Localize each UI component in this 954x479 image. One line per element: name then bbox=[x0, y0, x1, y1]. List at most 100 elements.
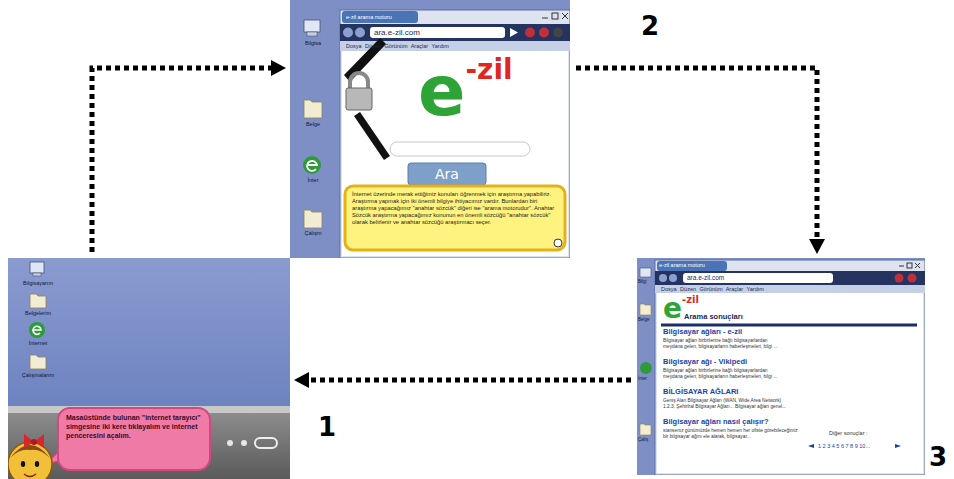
arrow-head bbox=[271, 60, 286, 76]
desktop-icon bbox=[33, 273, 41, 276]
menu-text: Dosya Düzen Görünüm Araçlar Yardım bbox=[346, 43, 449, 49]
icon-label: Çalış bbox=[638, 437, 655, 442]
page-arrow bbox=[808, 444, 814, 448]
desktop-icon bbox=[304, 100, 322, 118]
icon-label: Belge bbox=[638, 317, 655, 322]
icon-label: İnter bbox=[290, 177, 336, 183]
callout-number: 2 bbox=[641, 13, 659, 39]
lock-icon bbox=[344, 38, 390, 160]
desktop-icon bbox=[640, 424, 651, 435]
desktop-icon bbox=[307, 32, 317, 36]
results-screenshot bbox=[669, 274, 677, 282]
arrow-head bbox=[294, 372, 309, 388]
browser-screenshot bbox=[370, 27, 505, 38]
result-snippet: Bilgisayar ağları birbirlerine bağlı bil… bbox=[663, 368, 788, 380]
result-title: Bilgisayar ağları nasıl çalışır? bbox=[663, 418, 768, 427]
address-bar bbox=[340, 24, 570, 41]
page-arrow bbox=[895, 444, 901, 448]
browser-screenshot bbox=[539, 28, 549, 38]
window-tab bbox=[657, 261, 727, 271]
results-screenshot bbox=[683, 273, 833, 283]
screenshot-panel: BilgiBelgeİnterÇalışe-zil arama motoruar… bbox=[637, 258, 925, 475]
desktop-icon bbox=[640, 304, 651, 315]
desktop-icon bbox=[640, 362, 652, 374]
icon-label: Çalışmalarım bbox=[16, 372, 60, 378]
dotted-arrow bbox=[576, 68, 825, 254]
dotted-line bbox=[309, 378, 631, 383]
window-tab bbox=[342, 11, 418, 23]
dotted-line bbox=[92, 68, 271, 252]
icon-label: Bilgisa bbox=[290, 40, 336, 46]
browser-screenshot bbox=[553, 28, 563, 38]
browser-screenshot bbox=[355, 28, 365, 38]
results-screenshot bbox=[657, 293, 923, 473]
result-title: Bilgisayar ağı - Vikipedi bbox=[663, 358, 747, 367]
separator-line bbox=[661, 324, 917, 327]
info-note bbox=[345, 186, 565, 250]
icon-label: Bilgisayarım bbox=[16, 280, 60, 286]
icon-label: Belgelerim bbox=[16, 310, 60, 316]
browser-screenshot bbox=[340, 10, 570, 258]
results-screenshot bbox=[655, 260, 925, 475]
window-controls bbox=[562, 13, 568, 19]
lock-icon bbox=[346, 88, 372, 110]
desktop-icon bbox=[303, 156, 321, 174]
results-screenshot bbox=[908, 274, 917, 283]
desktop-icon bbox=[304, 210, 322, 228]
results-screenshot bbox=[637, 258, 925, 475]
window-controls bbox=[915, 263, 920, 268]
window-controls bbox=[899, 263, 920, 268]
icon-label: Belge bbox=[290, 121, 336, 127]
desktop-icon bbox=[640, 304, 651, 315]
desktop-icon bbox=[307, 161, 317, 171]
player-controls bbox=[227, 440, 233, 446]
window-title: e-zil arama motoru bbox=[659, 262, 705, 268]
window-controls bbox=[907, 263, 912, 268]
desktop-icon bbox=[304, 20, 320, 32]
desktop-icon bbox=[640, 362, 652, 374]
desktop-icon bbox=[33, 326, 41, 334]
results-screenshot bbox=[895, 274, 904, 283]
result-title: Bilgisayar ağları - e-zil bbox=[663, 328, 742, 337]
girl-character bbox=[35, 461, 39, 467]
speech-bubble bbox=[58, 408, 210, 470]
player-controls bbox=[241, 440, 247, 446]
results-heading: Arama sonuçları bbox=[684, 313, 743, 322]
dotted-arrow bbox=[92, 60, 286, 252]
dotted-arrow bbox=[294, 372, 631, 388]
desktop-screenshot bbox=[8, 258, 290, 479]
browser-screenshot bbox=[342, 51, 568, 256]
menu-text: Dosya Düzen Görünüm Araçlar Yardım bbox=[661, 286, 764, 292]
window-controls bbox=[552, 13, 558, 19]
girl-character bbox=[31, 439, 37, 445]
desktop-icon bbox=[30, 355, 46, 369]
address-text: ara.e-zil.com bbox=[687, 274, 724, 282]
window-title: e-zil arama motoru bbox=[346, 14, 392, 20]
desktop-screenshot bbox=[8, 258, 290, 406]
window-controls bbox=[899, 266, 904, 267]
girl-character bbox=[24, 474, 36, 477]
window-controls bbox=[562, 13, 568, 19]
desktop-icon bbox=[304, 210, 322, 228]
search-field bbox=[390, 142, 530, 156]
result-snippet: Geniş Alan Bilgisayar Ağları (WAN, Wide … bbox=[663, 398, 788, 410]
desktop-icon bbox=[640, 268, 651, 277]
search-button bbox=[408, 163, 486, 185]
logo-text: e-zil bbox=[418, 56, 513, 126]
desktop-icon bbox=[640, 424, 651, 435]
desktop-icon bbox=[640, 268, 651, 277]
desktop-icon bbox=[29, 322, 45, 338]
dotted-line bbox=[576, 68, 817, 239]
menu-bar bbox=[655, 285, 925, 293]
arrow-head bbox=[809, 239, 825, 254]
lock-icon bbox=[350, 73, 368, 90]
callout-number: 3 bbox=[929, 444, 947, 470]
screenshot-panel: BilgisayarımBelgelerimİnternetÇalışmalar… bbox=[8, 258, 290, 479]
girl-character bbox=[8, 442, 52, 479]
result-snippet: stansenız günümüzde hemen hemen her ofis… bbox=[663, 428, 803, 440]
page-numbers: 1 2 3 4 5 6 7 8 9 10... bbox=[818, 443, 870, 449]
info-note bbox=[554, 239, 562, 247]
callout-number: 1 bbox=[318, 414, 336, 440]
